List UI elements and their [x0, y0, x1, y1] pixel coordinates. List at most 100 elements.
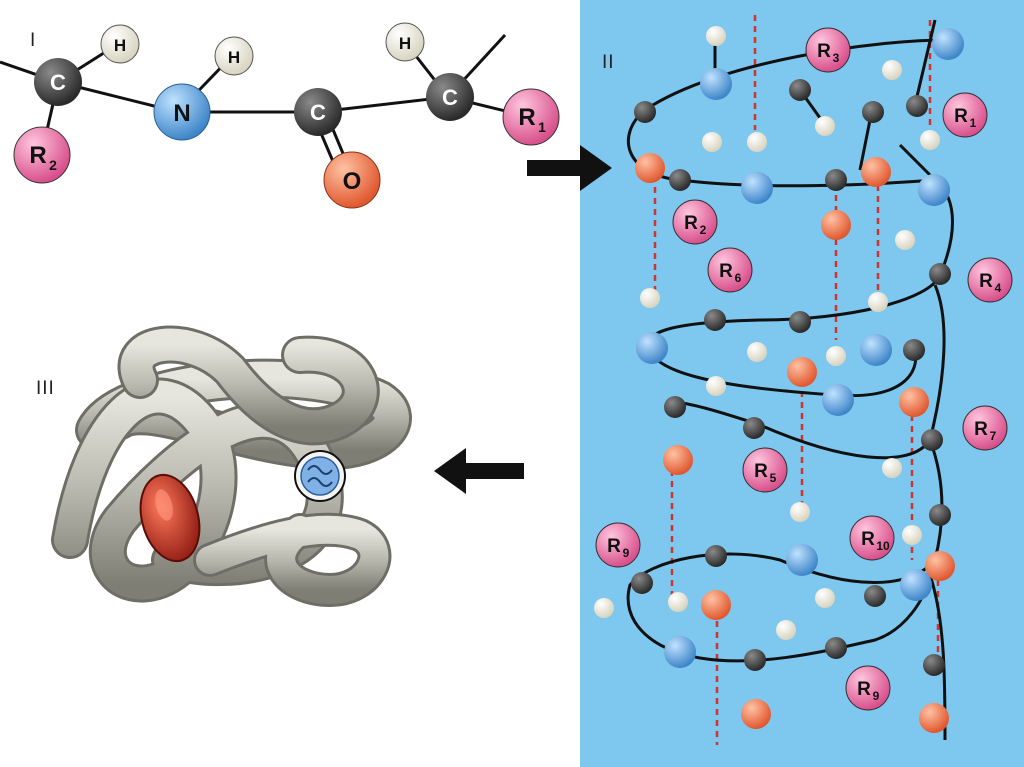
helix-nitrogen [822, 384, 854, 416]
helix-carbon [664, 396, 686, 418]
active-site-marker [300, 456, 340, 496]
ribbon-segment [120, 328, 377, 443]
radical-circle [805, 27, 851, 73]
helix-nitrogen [700, 68, 732, 100]
helix-carbon [789, 311, 811, 333]
radical-subscript: 7 [990, 429, 997, 443]
panel-label-primary: I [30, 30, 37, 51]
radical-subscript: 6 [735, 271, 742, 285]
helix-nitrogen [918, 174, 950, 206]
helix-carbon [705, 545, 727, 567]
helix-carbon [906, 95, 928, 117]
radical-subscript: 1 [970, 116, 977, 130]
helix-hydrogen [776, 620, 796, 640]
helix-carbon [929, 263, 951, 285]
helix-carbon [825, 169, 847, 191]
helix-hydrogen [747, 342, 767, 362]
radical-circle [707, 247, 753, 293]
helix-hydrogen [706, 376, 726, 396]
helix-carbon [744, 649, 766, 671]
helix-hydrogen [882, 60, 902, 80]
atom-label: R [518, 104, 535, 131]
helix-oxygen [821, 210, 851, 240]
helix-nitrogen [900, 569, 932, 601]
helix-oxygen [741, 699, 771, 729]
helix-carbon [864, 585, 886, 607]
helix-carbon [903, 339, 925, 361]
arrow-right [527, 145, 612, 191]
radical-label: R [861, 529, 875, 550]
radical-subscript: 5 [770, 471, 777, 485]
helix-oxygen [919, 703, 949, 733]
radical-label: R [817, 41, 831, 62]
radical-subscript: 10 [876, 539, 890, 553]
radical-label: R [684, 213, 698, 234]
helix-oxygen [635, 153, 665, 183]
atom-label: C [50, 70, 66, 95]
radical-circle [845, 665, 891, 711]
atom-label: N [173, 100, 190, 127]
radical-circle [942, 92, 988, 138]
ribbon-segment [196, 515, 389, 605]
helix-carbon [923, 654, 945, 676]
helix-atoms [594, 26, 964, 733]
helix-bond [713, 19, 937, 182]
radical-label: R [979, 271, 993, 292]
atom-nitrogen: N [153, 83, 211, 141]
helix-hydrogen [747, 132, 767, 152]
helix-nitrogen [786, 544, 818, 576]
helix-oxygen [861, 157, 891, 187]
helix-hydrogen [882, 458, 902, 478]
helix-carbon [631, 572, 653, 594]
helix-carbon [921, 429, 943, 451]
radical-label: R [719, 261, 733, 282]
radical-subscript: 9 [623, 546, 630, 560]
radical-label: R [607, 536, 621, 557]
atom-carbon: C [426, 73, 474, 121]
helix-carbon [862, 101, 884, 123]
helix-hydrogen [815, 116, 835, 136]
helix-carbon [789, 79, 811, 101]
helix-oxygen [701, 590, 731, 620]
helix-carbon [634, 101, 656, 123]
helix-carbon [704, 309, 726, 331]
atom-label: H [399, 34, 411, 53]
arrow-left [434, 448, 524, 494]
helix-hydrogen [815, 588, 835, 608]
atom-oxygen: O [323, 151, 381, 209]
helix-hydrogen [920, 130, 940, 150]
atom-hydrogen: H [385, 22, 425, 62]
helix-carbon [743, 417, 765, 439]
atom-label: H [114, 36, 126, 55]
radical-circle [849, 515, 895, 561]
radical-subscript: 3 [833, 51, 840, 65]
atom-subscript: 2 [49, 157, 57, 173]
radical-circle [672, 199, 718, 245]
atom-label: O [343, 168, 362, 195]
panel-label-tertiary: III [36, 378, 55, 399]
helix-carbon [669, 169, 691, 191]
radical-subscript: 4 [995, 281, 1002, 295]
helix-hydrogen [868, 292, 888, 312]
radical-label: R [974, 419, 988, 440]
radical-circle [967, 257, 1013, 303]
radical-subscript: 9 [873, 689, 880, 703]
radical-circle [595, 522, 641, 568]
atom-carbon: C [294, 88, 342, 136]
helix-hydrogen [895, 230, 915, 250]
tertiary-structure [51, 325, 412, 608]
helix-nitrogen [741, 172, 773, 204]
atom-subscript: 1 [538, 119, 546, 135]
atom-hydrogen: H [100, 24, 140, 64]
